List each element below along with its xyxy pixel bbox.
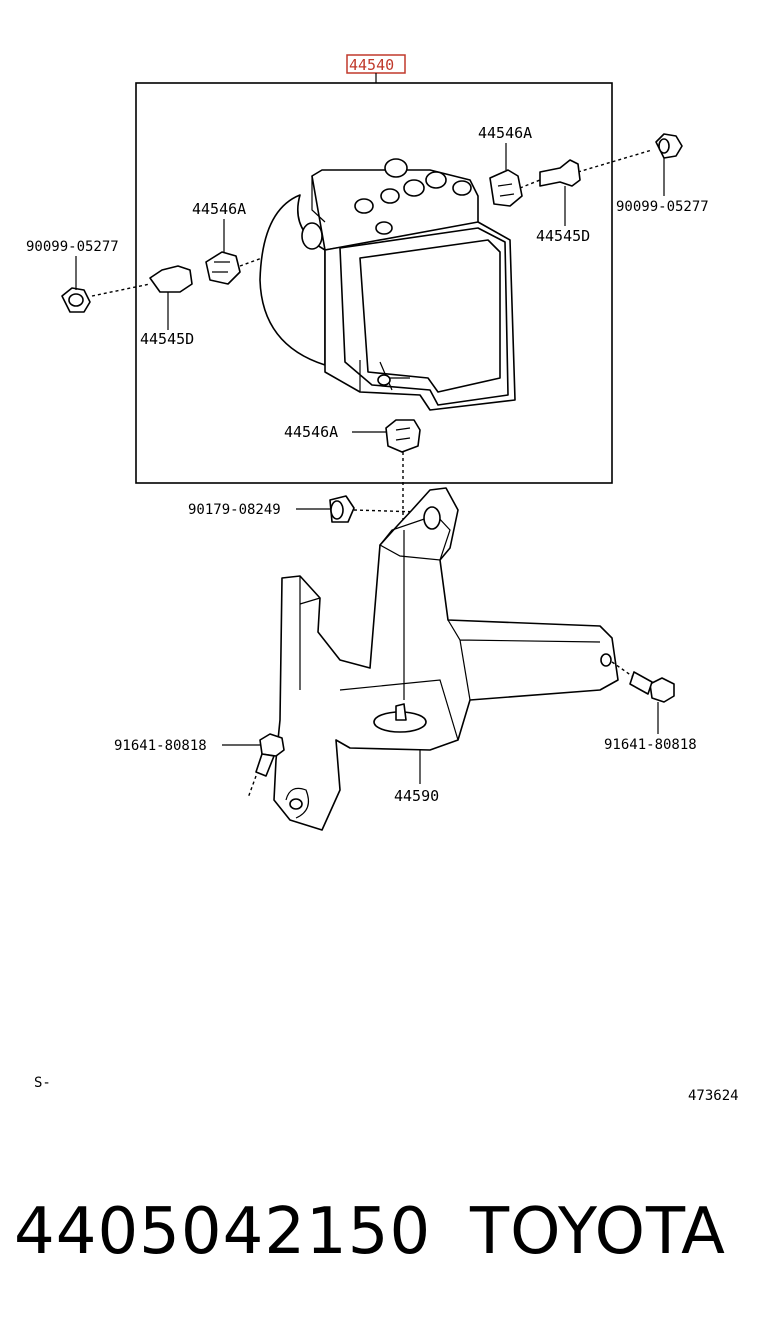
- label-bolt-left[interactable]: 90099-05277: [26, 239, 119, 255]
- bracket-bolt-left: [247, 733, 285, 799]
- label-cushion-top-right[interactable]: 44546A: [478, 124, 532, 142]
- left-mounting-hardware: [61, 251, 263, 313]
- label-bolt-right[interactable]: 90099-05277: [616, 199, 709, 215]
- label-cushion-left[interactable]: 44546A: [192, 200, 246, 218]
- assembly-label[interactable]: 44540: [349, 56, 394, 74]
- brand-name: TOYOTA: [470, 1195, 726, 1269]
- bracket-bolt-right: [611, 661, 675, 703]
- grommet: [329, 495, 421, 523]
- label-bracket-bolt-left[interactable]: 91641-80818: [114, 738, 207, 754]
- corner-code-left: S-: [34, 1075, 51, 1091]
- footer: 4405042150 TOYOTA: [0, 1190, 760, 1280]
- assembly-box: [135, 82, 613, 484]
- label-stud-right[interactable]: 44545D: [536, 227, 590, 245]
- part-number: 4405042150: [14, 1195, 432, 1269]
- label-grommet[interactable]: 90179-08249: [188, 502, 281, 518]
- corner-code-right: 473624: [688, 1088, 739, 1104]
- label-bracket-bolt-right[interactable]: 91641-80818: [604, 737, 697, 753]
- abs-actuator: [259, 158, 516, 411]
- bracket: [273, 487, 619, 831]
- label-cushion-bottom[interactable]: 44546A: [284, 423, 338, 441]
- label-bracket[interactable]: 44590: [394, 787, 439, 805]
- right-mounting-hardware: [489, 133, 683, 207]
- label-stud-left[interactable]: 44545D: [140, 330, 194, 348]
